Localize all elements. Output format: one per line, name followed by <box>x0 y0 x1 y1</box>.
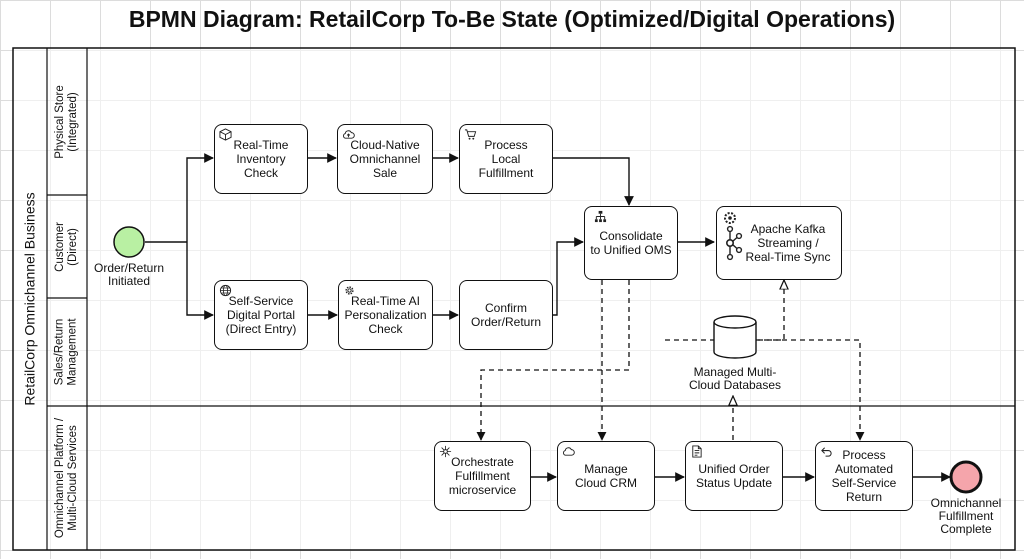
lane-label-physical-store: Physical Store (Integrated) <box>54 84 80 159</box>
lane-label-customer: Customer (Direct) <box>54 221 80 272</box>
task-apache-kafka-streaming[interactable]: Apache Kafka Streaming / Real-Time Sync <box>716 206 842 280</box>
database-icon <box>713 315 757 359</box>
flow-confirm-to-oms <box>552 237 584 316</box>
diagram-title: BPMN Diagram: RetailCorp To-Be State (Op… <box>128 6 896 32</box>
assoc-oms-to-orchestrate <box>476 280 630 441</box>
start-event-label: Order/Return Initiated <box>93 261 165 288</box>
document-icon <box>692 445 702 458</box>
end-event <box>949 460 983 494</box>
task-label: Process Automated Self-Service Return <box>831 448 897 504</box>
kafka-icon <box>724 212 743 261</box>
lane-label-sales-return: Sales/Return Management <box>54 318 79 386</box>
task-label: Self-Service Digital Portal (Direct Entr… <box>225 294 297 336</box>
end-event-label: Omnichannel Fulfillment Complete <box>930 496 1002 536</box>
task-label: Manage Cloud CRM <box>574 462 637 490</box>
task-orchestrate-fulfillment-microservice[interactable]: Orchestrate Fulfillment microservice <box>434 441 531 511</box>
task-consolidate-to-unified-oms[interactable]: Consolidate to Unified OMS <box>584 206 678 280</box>
cloud-icon <box>563 447 575 456</box>
return-icon <box>821 447 832 457</box>
task-process-local-fulfillment[interactable]: Process Local Fulfillment <box>459 124 553 194</box>
assoc-db-to-kafka <box>758 280 784 341</box>
task-label: Real-Time AI Personalization Check <box>344 294 427 336</box>
network-icon <box>594 210 607 223</box>
datastore-label: Managed Multi- Cloud Databases <box>688 365 782 392</box>
task-real-time-ai-personalization-check[interactable]: Real-Time AI Personalization Check <box>338 280 433 350</box>
gear-icon <box>345 286 354 295</box>
task-label: Confirm Order/Return <box>470 301 542 329</box>
task-label: Apache Kafka Streaming / Real-Time Sync <box>745 222 831 264</box>
task-real-time-inventory-check[interactable]: Real-Time Inventory Check <box>214 124 308 194</box>
lane-label-omnichannel-platform: Omnichannel Platform / Multi-Cloud Servi… <box>54 417 80 539</box>
globe-icon <box>219 284 232 297</box>
task-label: Orchestrate Fulfillment microservice <box>448 455 517 497</box>
task-cloud-native-omnichannel-sale[interactable]: Cloud-Native Omnichannel Sale <box>337 124 433 194</box>
cart-icon <box>464 129 477 140</box>
task-process-automated-self-service-return[interactable]: Process Automated Self-Service Return <box>815 441 913 511</box>
task-label: Process Local Fulfillment <box>478 138 534 180</box>
task-label: Real-Time Inventory Check <box>233 138 289 180</box>
task-unified-order-status-update[interactable]: Unified Order Status Update <box>685 441 783 511</box>
task-self-service-digital-portal[interactable]: Self-Service Digital Portal (Direct Entr… <box>214 280 308 350</box>
start-event <box>113 226 145 258</box>
pool-label: RetailCorp Omnichannel Business <box>22 192 38 406</box>
flow-split-to-inventory <box>186 153 214 242</box>
cloud-icon <box>343 130 355 139</box>
task-manage-cloud-crm[interactable]: Manage Cloud CRM <box>557 441 655 511</box>
task-label: Cloud-Native Omnichannel Sale <box>349 138 421 180</box>
task-label: Consolidate to Unified OMS <box>590 229 672 257</box>
flow-split-to-portal <box>186 242 214 320</box>
microservice-icon <box>439 445 452 458</box>
box-icon <box>219 128 232 141</box>
task-label: Unified Order Status Update <box>695 462 773 490</box>
task-confirm-order-return[interactable]: Confirm Order/Return <box>459 280 553 350</box>
flow-local-to-oms <box>552 157 634 206</box>
